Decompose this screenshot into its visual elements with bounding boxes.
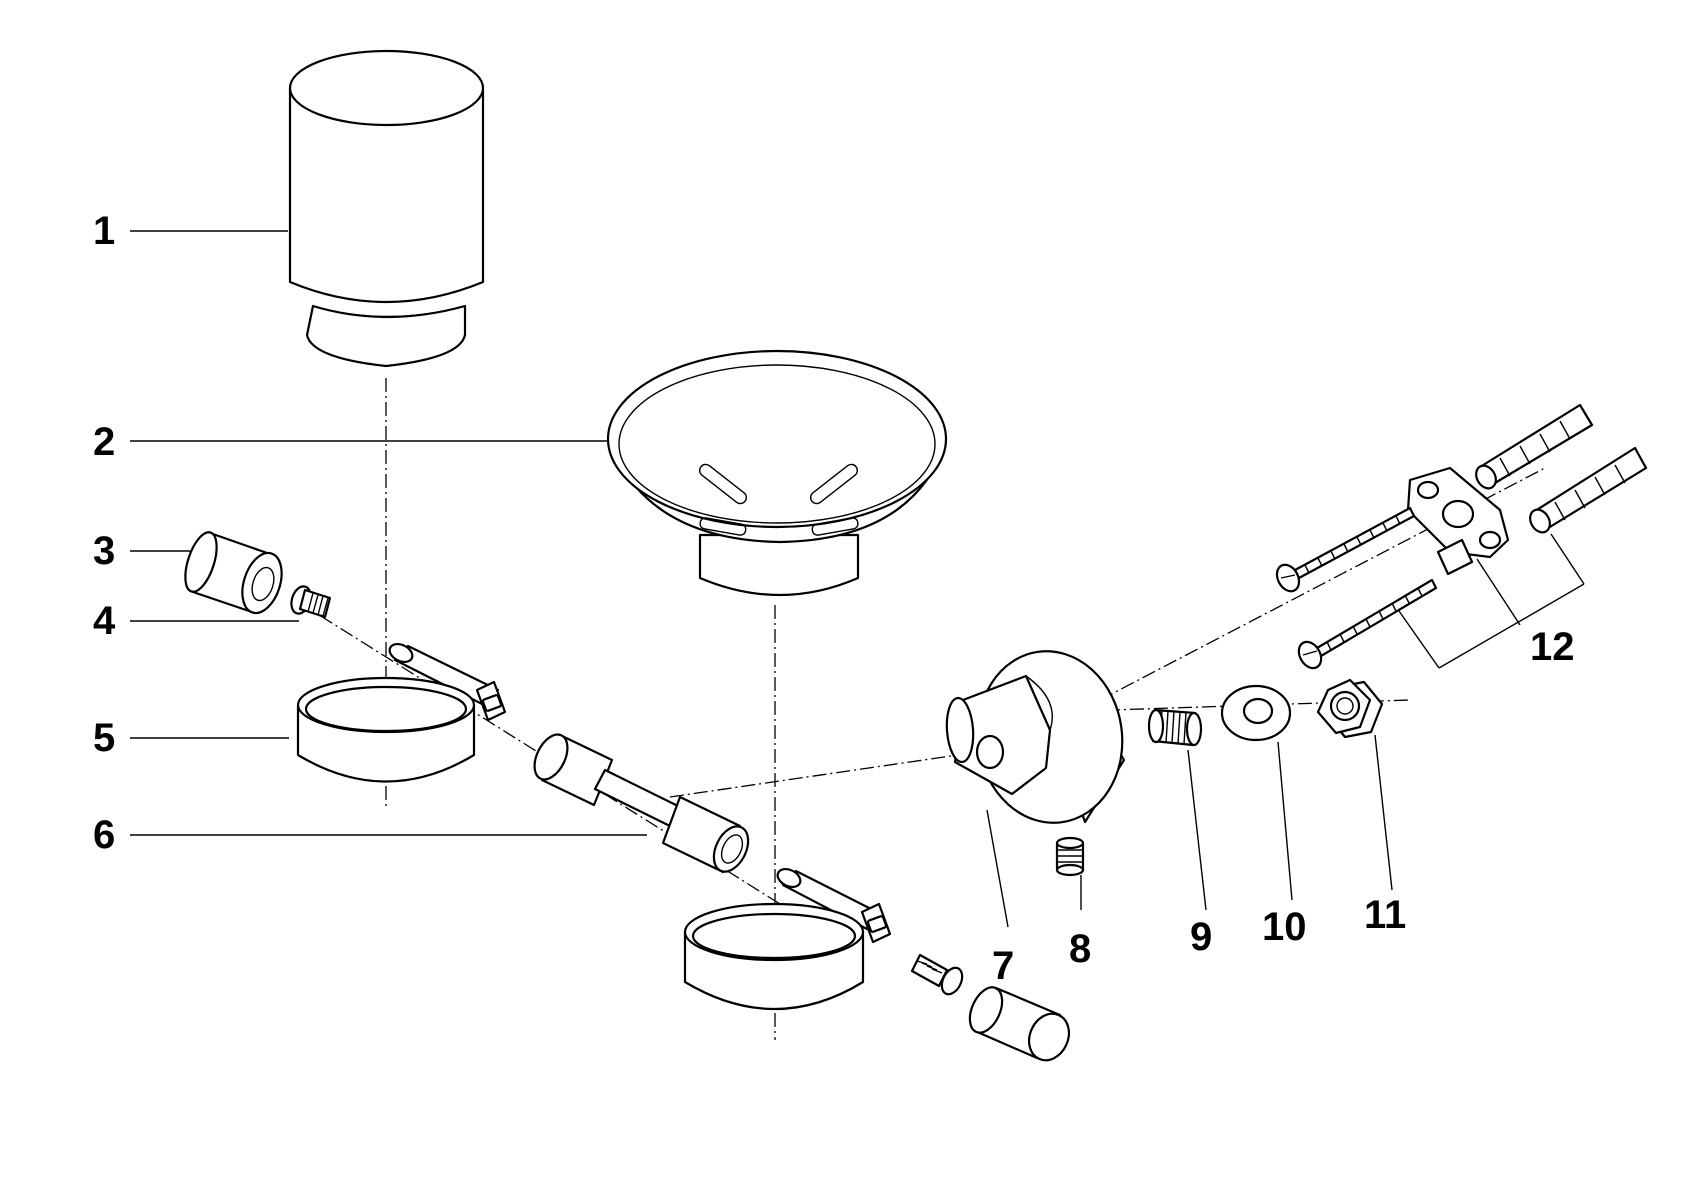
ring-holder-icon [296,642,507,783]
soap-dish-icon [606,349,948,596]
end-cap-icon [184,531,283,615]
callout-6: 6 [93,813,115,857]
callout-2: 2 [93,420,115,464]
leader-lines [130,230,1393,928]
screw-icon [290,585,332,619]
callout-12: 12 [1530,625,1575,669]
callout-11: 11 [1364,893,1406,937]
threaded-bolt-icon [1147,708,1203,747]
connecting-rod-icon [533,733,750,874]
callout-4: 4 [93,599,116,643]
glass-tumbler-icon [288,49,485,368]
callout-9: 9 [1190,915,1212,959]
ring-holder-lower-icon [683,867,892,1010]
callout-10: 10 [1262,905,1307,949]
callout-8: 8 [1069,927,1091,971]
hex-nut-icon [1316,678,1384,739]
washer-icon [1220,684,1292,742]
callout-1: 1 [93,209,115,253]
wall-rosette-icon [945,650,1126,824]
set-screw-icon [1055,836,1085,877]
callout-numbers: 1 2 3 4 5 6 7 8 9 10 11 12 [93,209,1575,988]
callout-5: 5 [93,716,115,760]
mounting-kit-icon [1275,403,1648,670]
callout-3: 3 [93,529,115,573]
screw-lower-icon [910,953,964,996]
callout-7: 7 [992,944,1014,988]
end-cap-lower-icon [968,986,1071,1062]
